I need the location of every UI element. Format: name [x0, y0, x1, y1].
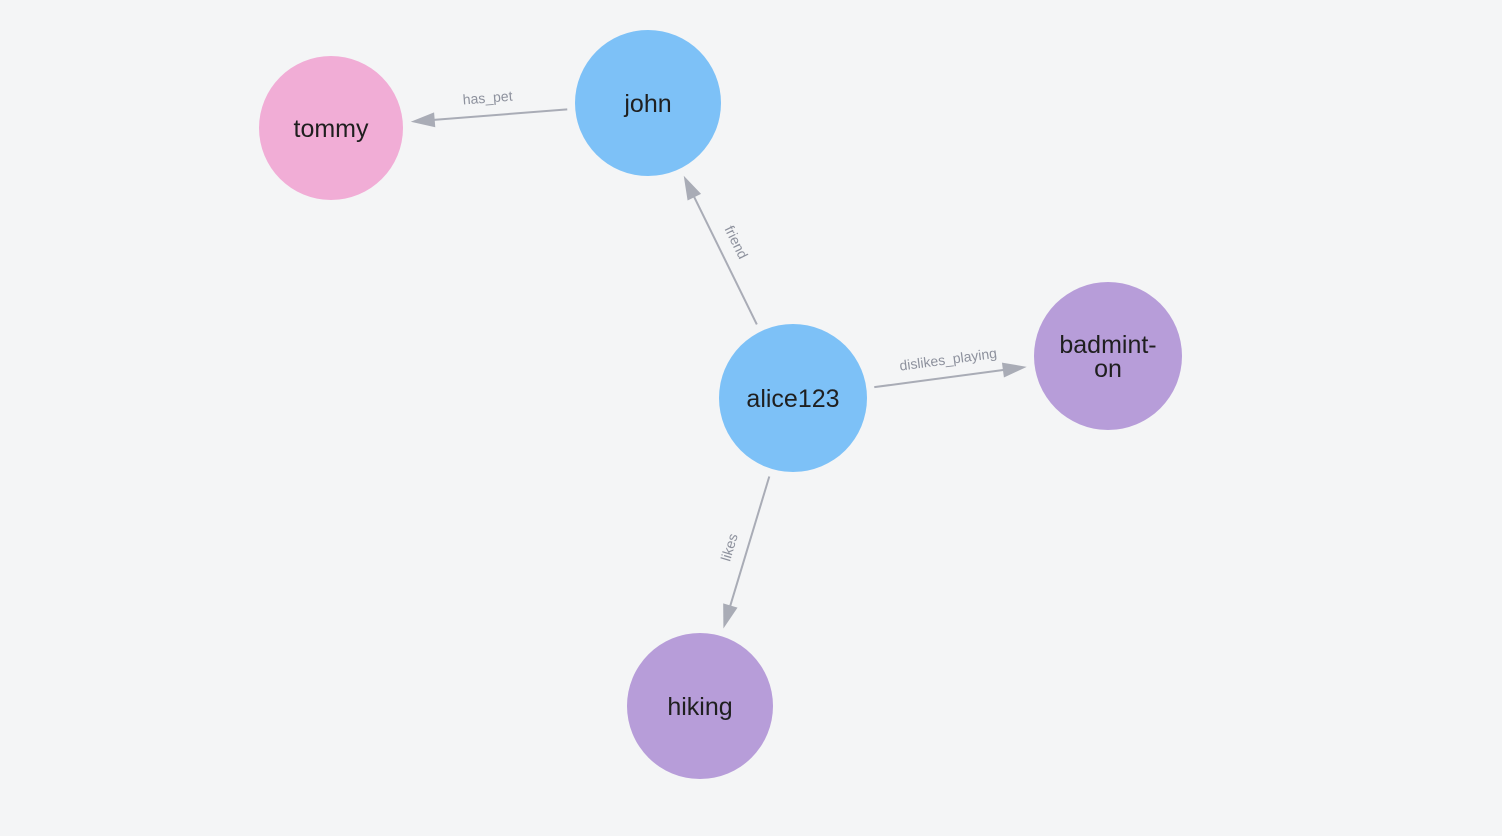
node-tommy[interactable]: tommy [259, 56, 403, 200]
edge-likes[interactable]: likes [717, 476, 771, 629]
edge-line [691, 193, 758, 325]
edge-label: dislikes_playing [898, 345, 997, 374]
node-label: john [623, 90, 671, 118]
node-circle[interactable] [719, 324, 867, 472]
arrowhead-icon [1001, 362, 1027, 378]
arrowhead-icon [410, 112, 436, 128]
arrowhead-icon [723, 603, 738, 629]
node-john[interactable]: john [575, 30, 721, 176]
edge-dislikes_playing[interactable]: dislikes_playing [874, 345, 1027, 389]
edge-friend[interactable]: friend [683, 175, 758, 325]
node-label: alice123 [746, 385, 839, 413]
edge-line [874, 368, 1008, 389]
node-circle[interactable] [627, 633, 773, 779]
edge-line [430, 108, 568, 122]
node-hiking[interactable]: hiking [627, 633, 773, 779]
node-label: hiking [667, 693, 732, 721]
edge-label: friend [722, 223, 752, 261]
node-alice123[interactable]: alice123 [719, 324, 867, 472]
node-circle[interactable] [575, 30, 721, 176]
edge-has_pet[interactable]: has_pet [410, 88, 568, 128]
node-label: tommy [294, 115, 370, 143]
node-circle[interactable] [259, 56, 403, 200]
edge-line [728, 476, 771, 610]
node-badminton[interactable]: badmint-on [1034, 282, 1182, 430]
node-label: badmint-on [1059, 331, 1156, 383]
arrowhead-icon [683, 175, 702, 201]
edge-label: has_pet [462, 88, 513, 108]
edge-label: likes [717, 532, 740, 563]
node-circle[interactable] [1034, 282, 1182, 430]
